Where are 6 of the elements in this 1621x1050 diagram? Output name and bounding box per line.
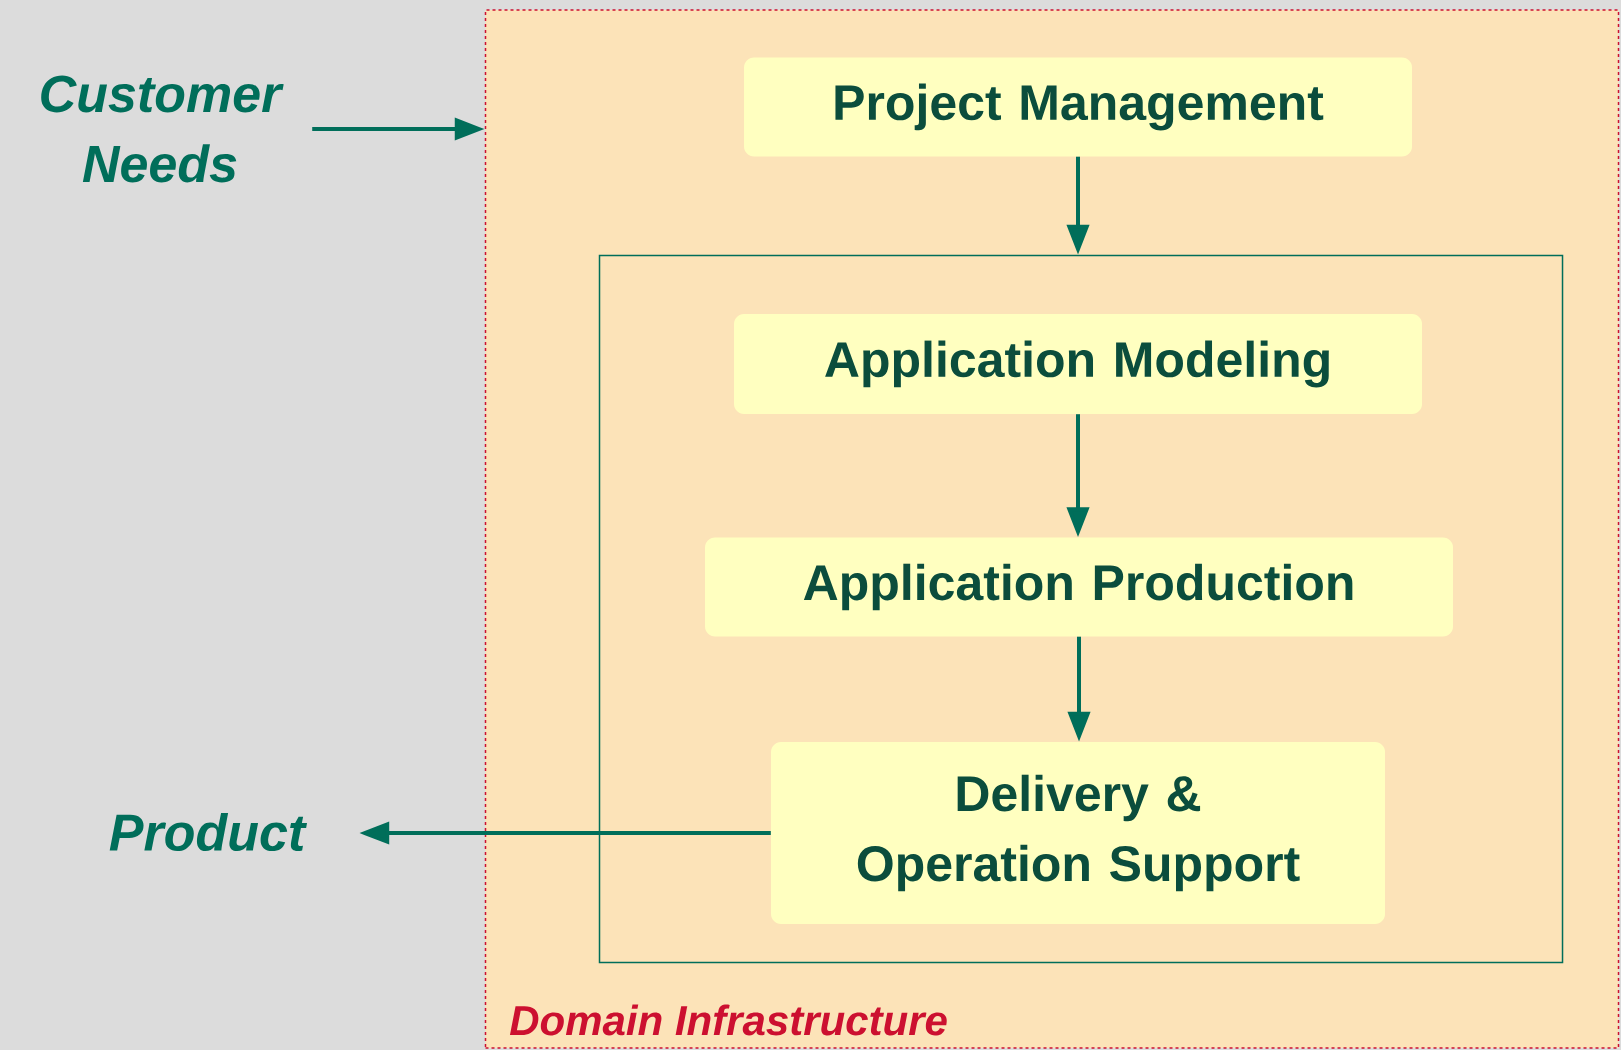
label-text: Customer Needs xyxy=(41,75,284,183)
process-box: Application Production xyxy=(705,537,1453,637)
label-text: Product xyxy=(109,812,307,852)
process-box: Application Modeling xyxy=(734,314,1422,414)
process-box: Project Management xyxy=(744,57,1412,157)
process-box: Delivery & Operation Support xyxy=(771,742,1385,924)
